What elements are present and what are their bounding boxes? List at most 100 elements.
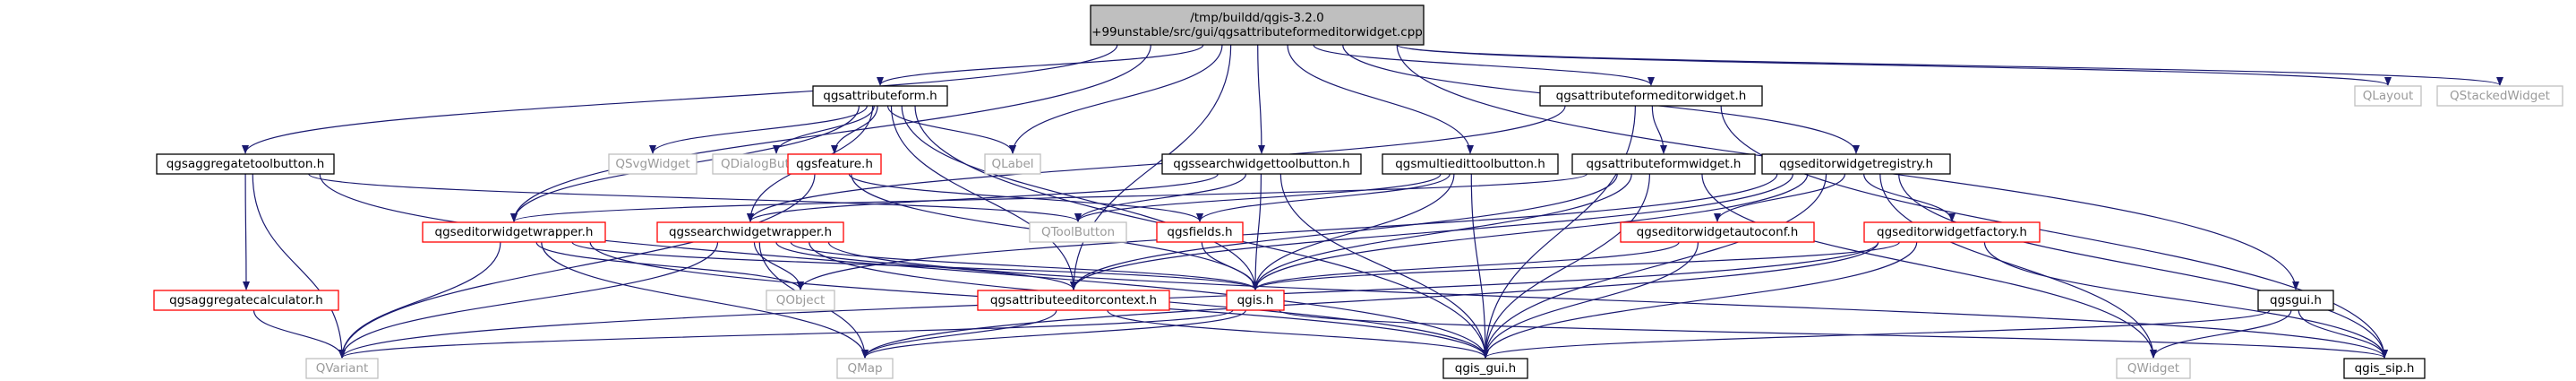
node-label: qgsattributeformwidget.h bbox=[1587, 157, 1742, 171]
node-label: qgseditorwidgetregistry.h bbox=[1779, 157, 1933, 171]
edge-qsaggregatetoolbutton-to-qtoolbutton bbox=[308, 173, 1082, 222]
node-label: qgsattributeform.h bbox=[823, 89, 937, 103]
edge-qgsattributeformwidget-to-qgseditorwidgetwrapper bbox=[510, 173, 1588, 222]
node-box bbox=[1090, 4, 1425, 46]
edge-qgsattributeform-to-qgis bbox=[901, 105, 1259, 290]
nodes-layer: /tmp/buildd/qgis-3.2.0+99unstable/src/gu… bbox=[153, 4, 2563, 379]
node-qgsattributeeditorcontext[interactable]: qgsattributeeditorcontext.h bbox=[977, 290, 1170, 311]
node-qgis-sip[interactable]: qgis_sip.h bbox=[2343, 358, 2426, 379]
edge-qgssearchwidgettoolbutton-to-qgis bbox=[1252, 173, 1262, 290]
node-qwidget: QWidget bbox=[2116, 358, 2191, 379]
edge-qgseditorwidgetwrapper-to-qvariant bbox=[338, 241, 501, 359]
node-box bbox=[656, 221, 844, 243]
edge-qgseditorwidgetregistry-to-qgis_gui bbox=[1482, 173, 1827, 359]
edge-qgseditorwidgetregistry-to-qgis_sip bbox=[1898, 173, 2388, 359]
edge-qgsattributeformeditorwidget-to-qgsattributeformwidget bbox=[1651, 105, 1667, 154]
edge-qgseditorwidgetfactory-to-qgis_gui bbox=[1482, 241, 1918, 359]
node-label: qgsattributeeditorcontext.h bbox=[990, 293, 1157, 307]
node-qgsmultiedittoolbutton[interactable]: qgsmultiedittoolbutton.h bbox=[1382, 153, 1559, 175]
edge-qgseditorwidgetregistry-to-qgseditorwidgetfactory bbox=[1863, 173, 1956, 222]
edge-root-to-qgseditorwidgetwrapper bbox=[510, 44, 1151, 222]
edges-layer bbox=[242, 44, 2503, 359]
edge-root-to-qgsattributeform bbox=[877, 44, 1204, 86]
node-qgsfeature[interactable]: qgsfeature.h bbox=[787, 153, 882, 175]
node-qgseditorwidgetautoconf[interactable]: qgseditorwidgetautoconf.h bbox=[1620, 221, 1815, 243]
edge-qgsmultiedittoolbutton-to-qgsfields bbox=[1196, 173, 1451, 222]
edge-qgseditorwidgetfactory-to-qgis bbox=[1252, 241, 1900, 290]
edge-qgseditorwidgetwrapper-to-qmap bbox=[541, 241, 869, 359]
node-box bbox=[2354, 85, 2422, 107]
node-box bbox=[1761, 153, 1951, 175]
edge-qgsaggregatecalculator-to-qvariant bbox=[252, 309, 346, 359]
node-label: qgsattributeformeditorwidget.h bbox=[1556, 89, 1747, 103]
edge-qgsattributeformeditorwidget-to-qgis_sip bbox=[1720, 105, 2388, 359]
node-qgis-gui[interactable]: qgis_gui.h bbox=[1442, 358, 1528, 379]
node-qgsgui[interactable]: qgsgui.h bbox=[2257, 290, 2334, 311]
node-box bbox=[812, 85, 948, 107]
node-box bbox=[1442, 358, 1528, 379]
node-label: qgis.h bbox=[1237, 293, 1274, 307]
edge-qgseditorwidgetwrapper-to-qgis bbox=[571, 241, 1259, 290]
node-qgseditorwidgetwrapper[interactable]: qgseditorwidgetwrapper.h bbox=[422, 221, 606, 243]
node-label: qgis_sip.h bbox=[2355, 361, 2415, 376]
edge-qgssearchwidgettoolbutton-to-qtoolbutton bbox=[1074, 173, 1247, 222]
node-qgssearchwidgetwrapper[interactable]: qgssearchwidgetwrapper.h bbox=[656, 221, 844, 243]
node-label: qgssearchwidgettoolbutton.h bbox=[1173, 157, 1349, 171]
node-box bbox=[2116, 358, 2191, 379]
node-qgssearchwidgettoolbutton[interactable]: qgssearchwidgettoolbutton.h bbox=[1161, 153, 1362, 175]
node-box bbox=[2343, 358, 2426, 379]
node-box bbox=[1226, 290, 1285, 311]
node-label: qgsaggregatecalculator.h bbox=[169, 293, 323, 307]
node-box bbox=[305, 358, 379, 379]
node-qgsattributeformwidget[interactable]: qgsattributeformwidget.h bbox=[1571, 153, 1756, 175]
node-qtoolbutton: QToolButton bbox=[1029, 221, 1127, 243]
node-box bbox=[1156, 221, 1244, 243]
node-box bbox=[1571, 153, 1756, 175]
edge-qgssearchwidgetwrapper-to-qgsattributeeditorcontext bbox=[775, 241, 1077, 290]
node-label: qgsmultiedittoolbutton.h bbox=[1395, 157, 1545, 171]
node-qlabel: QLabel bbox=[984, 153, 1041, 175]
edge-root-to-qlabel bbox=[1009, 44, 1223, 154]
node-qvariant: QVariant bbox=[305, 358, 379, 379]
node-label: qgsaggregatetoolbutton.h bbox=[167, 157, 325, 171]
edge-root-to-qlayout bbox=[1396, 44, 2392, 86]
node-label: +99unstable/src/gui/qgsattributeformedit… bbox=[1091, 25, 1423, 39]
edge-qgsattributeformeditorwidget-to-qgssearchwidgetwrapper bbox=[747, 105, 1566, 222]
edge-qgsfeature-to-qvariant bbox=[338, 173, 816, 359]
edge-qgsattributeformwidget-to-qgis bbox=[1252, 173, 1632, 290]
node-box bbox=[977, 290, 1170, 311]
node-qgseditorwidgetregistry[interactable]: qgseditorwidgetregistry.h bbox=[1761, 153, 1951, 175]
node-qsvgwidget: QSvgWidget bbox=[608, 153, 697, 175]
edge-qgis-to-qgis_sip bbox=[1279, 309, 2388, 359]
node-box bbox=[1382, 153, 1559, 175]
node-qgsattributeform[interactable]: qgsattributeform.h bbox=[812, 85, 948, 107]
node-qgsaggregatecalculator[interactable]: qgsaggregatecalculator.h bbox=[153, 290, 339, 311]
node-qgis[interactable]: qgis.h bbox=[1226, 290, 1285, 311]
node-label: qgsfeature.h bbox=[796, 157, 873, 171]
node-box bbox=[153, 290, 339, 311]
node-qlayout: QLayout bbox=[2354, 85, 2422, 107]
edge-qgssearchwidgetwrapper-to-qobject bbox=[753, 241, 804, 290]
node-qgseditorwidgetfactory[interactable]: qgseditorwidgetfactory.h bbox=[1863, 221, 2041, 243]
edge-qgsgui-to-qgis_sip bbox=[2298, 309, 2388, 359]
node-box bbox=[766, 290, 835, 311]
edge-qgsattributeformeditorwidget-to-qgis_gui bbox=[1482, 105, 1636, 359]
node-label: qgsgui.h bbox=[2270, 293, 2322, 307]
edge-qgssearchwidgetwrapper-to-qgis_sip bbox=[827, 241, 2388, 359]
edge-qgis-to-qvariant bbox=[338, 309, 1234, 359]
edge-qgseditorwidgetfactory-to-qmap bbox=[861, 241, 1879, 359]
node-root[interactable]: /tmp/buildd/qgis-3.2.0+99unstable/src/gu… bbox=[1090, 4, 1425, 46]
node-qgsattributeformeditorwidget[interactable]: qgsattributeformeditorwidget.h bbox=[1539, 85, 1763, 107]
edge-qgsmultiedittoolbutton-to-qtoolbutton bbox=[1074, 173, 1442, 222]
edge-qgseditorwidgetautoconf-to-qgis_gui bbox=[1482, 241, 1699, 359]
node-box bbox=[2257, 290, 2334, 311]
edge-qgis-to-qmap bbox=[861, 309, 1246, 359]
edge-qgseditorwidgetautoconf-to-qgis bbox=[1252, 241, 1680, 290]
edge-qgsgui-to-qgis_gui bbox=[1482, 309, 2271, 359]
edge-qgseditorwidgetregistry-to-qgis bbox=[1252, 173, 1809, 290]
node-box bbox=[1620, 221, 1815, 243]
edge-qgsgui-to-qwidget bbox=[2150, 309, 2292, 359]
node-qsaggregatetoolbutton[interactable]: qgsaggregatetoolbutton.h bbox=[156, 153, 335, 175]
node-qgsfields[interactable]: qgsfields.h bbox=[1156, 221, 1244, 243]
node-box bbox=[1863, 221, 2041, 243]
